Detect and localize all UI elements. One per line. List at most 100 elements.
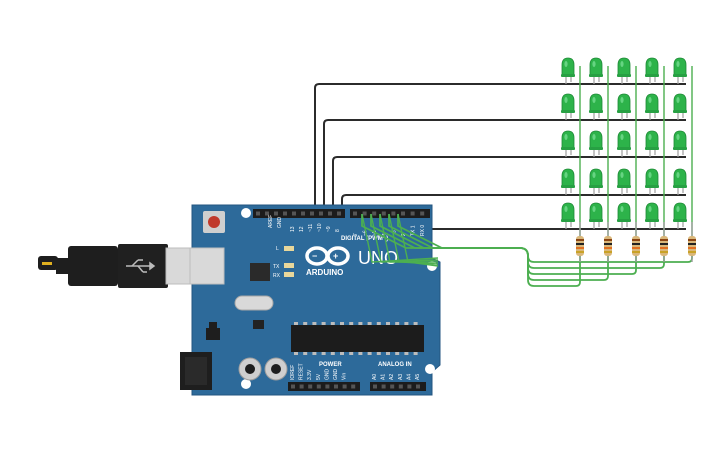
led[interactable] (561, 57, 575, 84)
header-pin[interactable] (265, 211, 269, 216)
led[interactable] (645, 168, 659, 195)
led[interactable] (645, 57, 659, 84)
header-pin[interactable] (407, 384, 412, 389)
header-pin[interactable] (390, 384, 395, 389)
header-pin[interactable] (319, 211, 323, 216)
led[interactable] (645, 93, 659, 120)
header-pin[interactable] (373, 384, 377, 389)
resistor-band (632, 243, 640, 245)
led[interactable] (589, 57, 603, 84)
header-pin[interactable] (301, 211, 305, 216)
header-pin[interactable] (337, 211, 341, 216)
led[interactable] (589, 130, 603, 157)
digital-header-left[interactable] (253, 209, 345, 218)
led[interactable] (645, 130, 659, 157)
resistor-band (688, 243, 696, 245)
aref-label: AREF (268, 215, 274, 228)
ic-pin (367, 352, 372, 355)
usb-icon (126, 259, 156, 273)
resistor-band (576, 243, 584, 245)
header-pin[interactable] (308, 384, 313, 389)
header-pin[interactable] (391, 211, 396, 216)
header-pin[interactable] (310, 211, 314, 216)
crystal (234, 295, 274, 311)
led-tx (284, 263, 294, 268)
logo-minus: − (312, 251, 317, 261)
power-header[interactable] (288, 382, 360, 391)
led[interactable] (673, 130, 687, 157)
header-pin[interactable] (334, 384, 338, 389)
ic-pin (340, 352, 344, 355)
led[interactable] (589, 202, 603, 229)
resistor-band (604, 251, 612, 253)
header-pin[interactable] (342, 384, 347, 389)
pin-label: 8 (335, 229, 341, 232)
led[interactable] (561, 202, 575, 229)
header-pin[interactable] (381, 384, 386, 389)
header-pin[interactable] (410, 211, 415, 216)
capacitor-top (271, 364, 281, 374)
rx-label: RX (273, 273, 281, 279)
header-pin[interactable] (420, 211, 425, 216)
pin-label: 13 (290, 226, 296, 232)
analog-header[interactable] (370, 382, 426, 391)
led[interactable] (561, 93, 575, 120)
usb-chip (250, 263, 270, 281)
header-pin[interactable] (292, 211, 296, 216)
header-pin[interactable] (325, 384, 330, 389)
led[interactable] (617, 168, 631, 195)
header-pin[interactable] (316, 384, 321, 389)
ic-pin (367, 322, 372, 325)
led[interactable] (673, 57, 687, 84)
led[interactable] (617, 57, 631, 84)
pin-label: IOREF (290, 365, 296, 380)
resistor-band (632, 251, 640, 253)
regulator-tab (209, 322, 217, 328)
led[interactable] (673, 202, 687, 229)
header-pin[interactable] (398, 384, 403, 389)
mount-hole (241, 208, 251, 218)
led[interactable] (673, 93, 687, 120)
led[interactable] (617, 202, 631, 229)
column-wire-branch (361, 213, 439, 263)
analog-label: ANALOG IN (378, 362, 412, 368)
pin-label: A5 (415, 374, 421, 380)
header-pin[interactable] (283, 211, 287, 216)
header-pin[interactable] (274, 211, 278, 216)
header-pin[interactable] (362, 211, 367, 216)
ic-pin (376, 352, 381, 355)
digital-header-right[interactable] (350, 209, 430, 218)
pin-label: GND (324, 369, 330, 381)
header-pin[interactable] (299, 384, 304, 389)
usb-cable[interactable] (38, 244, 199, 288)
header-pin[interactable] (372, 211, 377, 216)
resistor-band (604, 239, 612, 241)
header-pin[interactable] (416, 384, 420, 389)
ic-pin (395, 352, 400, 355)
header-pin[interactable] (256, 211, 260, 216)
reset-button-cap[interactable] (208, 216, 220, 228)
usb-plug-body (68, 246, 118, 286)
led[interactable] (645, 202, 659, 229)
led[interactable] (617, 93, 631, 120)
led[interactable] (561, 168, 575, 195)
header-pin[interactable] (353, 211, 357, 216)
pin-label: RX 0 (420, 225, 426, 236)
led[interactable] (589, 93, 603, 120)
header-pin[interactable] (328, 211, 332, 216)
pin-label: ~11 (308, 224, 314, 232)
header-pin[interactable] (401, 211, 405, 216)
led[interactable] (589, 168, 603, 195)
led[interactable] (561, 130, 575, 157)
led[interactable] (617, 130, 631, 157)
ic-pin (386, 352, 390, 355)
led[interactable] (673, 168, 687, 195)
header-pin[interactable] (351, 384, 356, 389)
header-pin[interactable] (291, 384, 295, 389)
ic-pin (395, 322, 400, 325)
header-pin[interactable] (381, 211, 386, 216)
resistors (576, 222, 696, 262)
